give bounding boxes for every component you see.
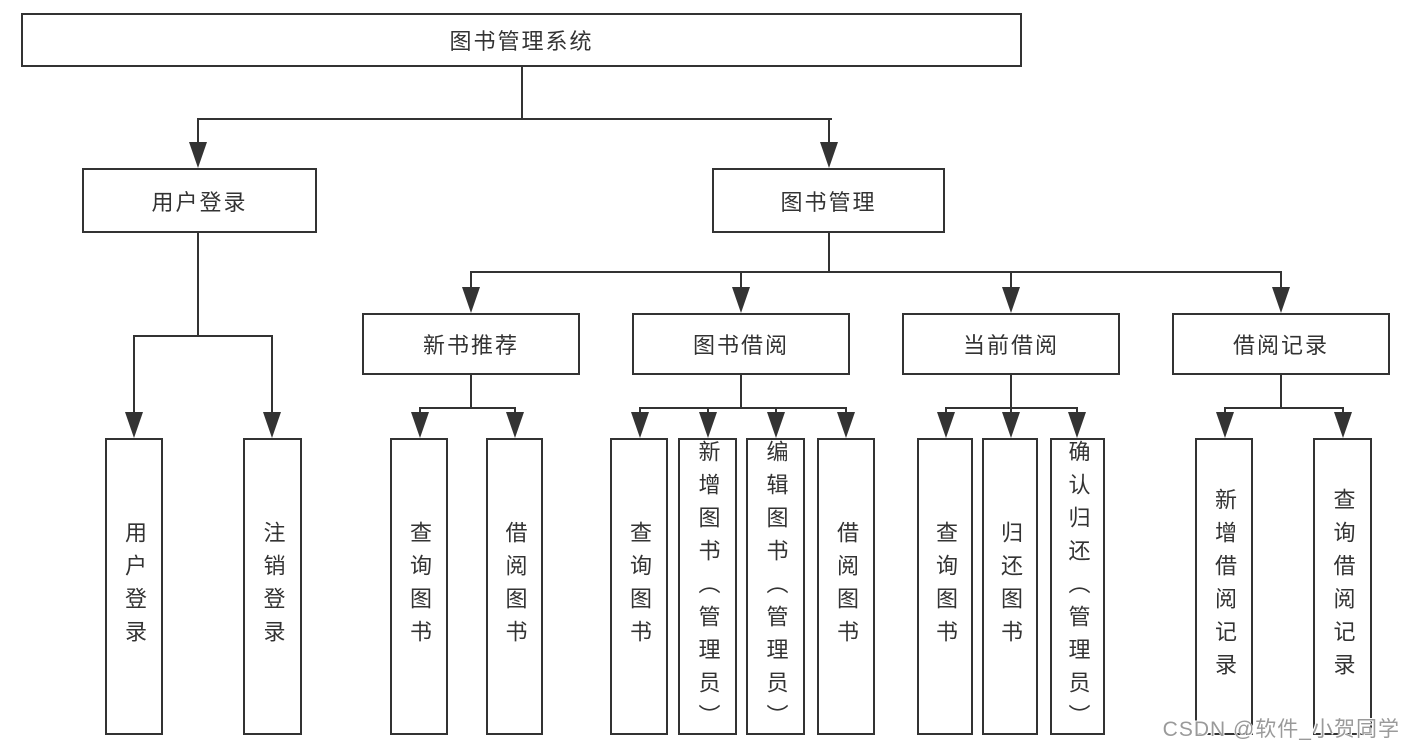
node-current-borrowing: 当前借阅 (902, 313, 1120, 375)
connector-line (197, 233, 199, 335)
leaf-user-login: 用户登录 (105, 438, 163, 735)
connector-line (740, 271, 742, 289)
connector-line (1224, 407, 1226, 414)
arrowhead-down-icon (1068, 412, 1086, 438)
arrowhead-down-icon (767, 412, 785, 438)
connector-line (1010, 375, 1012, 407)
connector-line (197, 118, 832, 120)
node-borrowing-records: 借阅记录 (1172, 313, 1390, 375)
connector-line (828, 233, 830, 271)
connector-line (1280, 375, 1282, 407)
arrowhead-down-icon (125, 412, 143, 438)
leaf-add-books-admin: 新增图书（管理员） (678, 438, 737, 737)
leaf-query-books-recommend: 查询图书 (390, 438, 448, 735)
connector-line (828, 118, 830, 144)
arrowhead-down-icon (937, 412, 955, 438)
connector-line (133, 335, 135, 413)
leaf-logout: 注销登录 (243, 438, 302, 735)
leaf-add-borrow-record: 新增借阅记录 (1195, 438, 1253, 735)
leaf-query-borrow-record: 查询借阅记录 (1313, 438, 1372, 735)
connector-line (639, 407, 847, 409)
connector-line (1076, 407, 1078, 414)
leaf-query-books-borrowing: 查询图书 (610, 438, 668, 735)
connector-line (419, 407, 421, 414)
leaf-borrow-books: 借阅图书 (817, 438, 875, 735)
arrowhead-down-icon (837, 412, 855, 438)
connector-line (707, 407, 709, 414)
leaf-confirm-return-admin: 确认归还（管理员） (1050, 438, 1105, 737)
connector-line (470, 271, 1282, 273)
arrowhead-down-icon (263, 412, 281, 438)
connector-line (1010, 271, 1012, 289)
node-book-management: 图书管理 (712, 168, 945, 233)
connector-line (639, 407, 641, 414)
leaf-edit-books-admin: 编辑图书（管理员） (746, 438, 805, 737)
connector-line (1010, 407, 1012, 414)
connector-line (740, 375, 742, 407)
arrowhead-down-icon (462, 287, 480, 313)
csdn-watermark: CSDN @软件_小贺同学 (1162, 718, 1400, 741)
connector-line (514, 407, 516, 414)
arrowhead-down-icon (1216, 412, 1234, 438)
leaf-query-books-current: 查询图书 (917, 438, 973, 735)
arrowhead-down-icon (631, 412, 649, 438)
arrowhead-down-icon (699, 412, 717, 438)
connector-line (1342, 407, 1344, 414)
arrowhead-down-icon (820, 142, 838, 168)
node-new-book-recommendation: 新书推荐 (362, 313, 580, 375)
connector-line (1280, 271, 1282, 289)
connector-line (470, 271, 472, 289)
node-book-borrowing: 图书借阅 (632, 313, 850, 375)
connector-line (133, 335, 273, 337)
connector-line (470, 375, 472, 407)
arrowhead-down-icon (506, 412, 524, 438)
leaf-borrow-books-recommend: 借阅图书 (486, 438, 543, 735)
leaf-return-books: 归还图书 (982, 438, 1038, 735)
node-library-management-system: 图书管理系统 (21, 13, 1022, 67)
connector-line (271, 335, 273, 413)
connector-line (775, 407, 777, 414)
node-user-login: 用户登录 (82, 168, 317, 233)
connector-line (1224, 407, 1343, 409)
connector-line (419, 407, 515, 409)
arrowhead-down-icon (1272, 287, 1290, 313)
arrowhead-down-icon (1334, 412, 1352, 438)
arrowhead-down-icon (732, 287, 750, 313)
arrowhead-down-icon (1002, 412, 1020, 438)
arrowhead-down-icon (411, 412, 429, 438)
arrowhead-down-icon (1002, 287, 1020, 313)
connector-line (945, 407, 947, 414)
connector-line (521, 67, 523, 118)
connector-line (845, 407, 847, 414)
connector-line (197, 118, 199, 144)
arrowhead-down-icon (189, 142, 207, 168)
